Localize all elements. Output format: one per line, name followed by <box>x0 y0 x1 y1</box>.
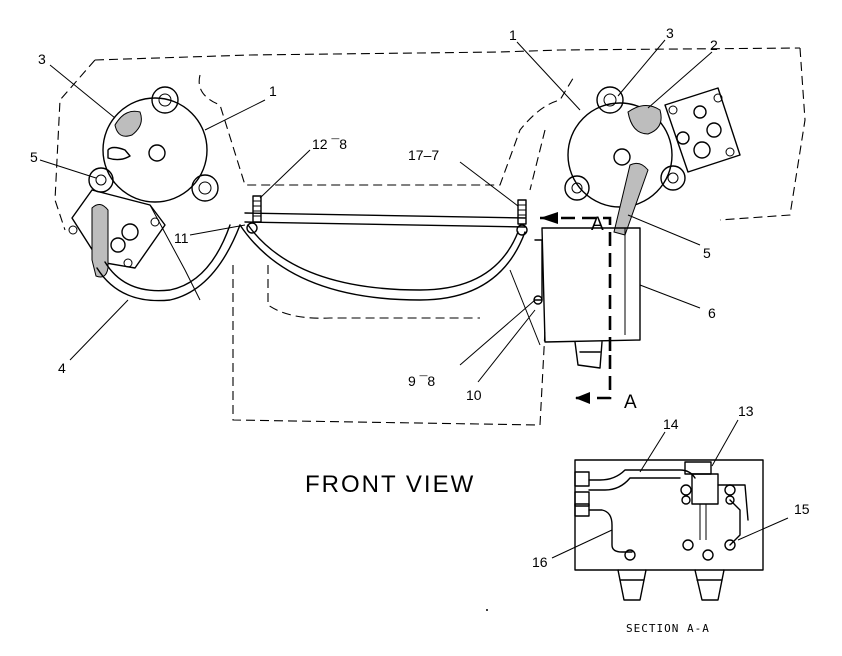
callout-17: 17–7 <box>408 147 439 163</box>
callout-14: 14 <box>663 416 679 432</box>
callout-13: 13 <box>738 403 754 419</box>
callout-3-left: 3 <box>38 51 46 67</box>
view-title: FRONT VIEW <box>305 471 475 498</box>
callout-1-left: 1 <box>269 83 277 99</box>
callout-5-right: 5 <box>703 245 711 261</box>
right-starter-motor <box>564 86 686 208</box>
callout-10: 10 <box>466 387 482 403</box>
callout-9: 9 ¯8 <box>408 373 435 389</box>
callout-3-right: 3 <box>666 25 674 41</box>
left-starter-motor <box>88 86 219 203</box>
section-caption: SECTION A-A <box>626 622 710 635</box>
leader-lines <box>39 39 713 383</box>
callout-11: 11 <box>174 230 189 246</box>
section-a-a-inset <box>551 419 789 601</box>
cable-assemblies <box>91 162 649 346</box>
callout-5-left: 5 <box>30 149 38 165</box>
section-marker-top: A <box>591 214 604 235</box>
callout-16: 16 <box>532 554 548 570</box>
section-marker-bottom: A <box>624 392 637 413</box>
callout-12: 12 ¯8 <box>312 136 347 152</box>
callout-2: 2 <box>710 37 718 53</box>
switch-box <box>533 227 641 369</box>
callout-15: 15 <box>794 501 810 517</box>
right-mounting-plate <box>664 87 741 173</box>
section-cut-line <box>540 212 612 404</box>
callout-1-right: 1 <box>509 27 517 43</box>
callout-4: 4 <box>58 360 66 376</box>
engine-block-outline <box>54 47 806 426</box>
callout-6: 6 <box>708 305 716 321</box>
stud-bolts <box>246 195 528 236</box>
